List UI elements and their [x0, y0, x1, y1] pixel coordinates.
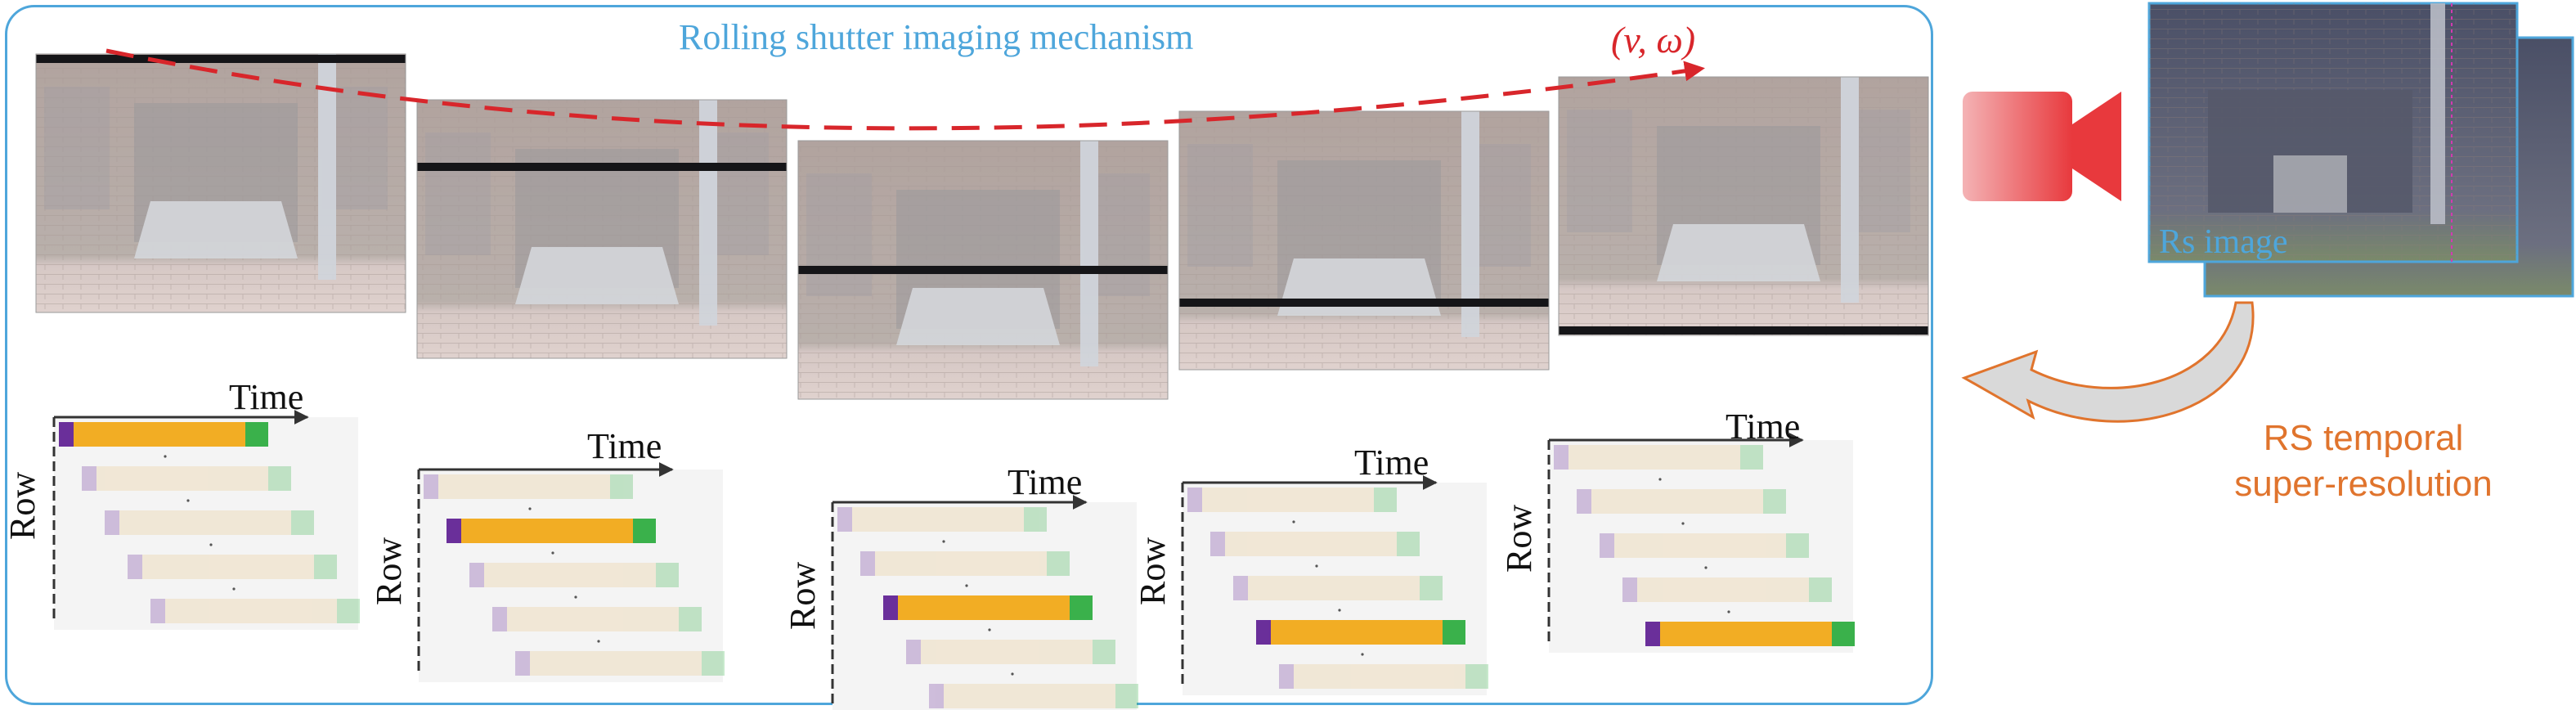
scanline-bar: [798, 266, 1168, 274]
row-bar: [469, 563, 679, 587]
row-bar: [515, 651, 725, 676]
row-bar: [105, 510, 314, 535]
super-resolution-label-line1: RS temporal: [2263, 418, 2464, 458]
row-bar: [1622, 577, 1832, 602]
rs-frame: [1558, 76, 1929, 336]
motion-label: (v, ω): [1611, 19, 1696, 61]
rs-frame: [797, 140, 1169, 400]
row-bar: [837, 507, 1047, 532]
row-bar: [1233, 576, 1443, 600]
row-label: Row: [783, 562, 823, 630]
row-bar: [929, 684, 1138, 708]
active-row-bar: [883, 595, 1093, 620]
rs-image-label: Rs image: [2159, 223, 2288, 261]
row-label: Row: [2, 472, 43, 540]
camera-icon: [1963, 92, 2121, 201]
scanline-bar: [1179, 299, 1549, 307]
rs-frames: [35, 53, 1929, 400]
row-bar: [1210, 532, 1420, 556]
super-resolution-label-line2: super-resolution: [2234, 464, 2493, 504]
row-bar: [150, 599, 360, 623]
time-label: Time: [1726, 407, 1800, 447]
scanline-bar: [1559, 326, 1928, 335]
scanline-bar: [36, 55, 406, 63]
row-label: Row: [1499, 505, 1539, 573]
row-bar: [1279, 664, 1488, 689]
rs-frame: [1178, 110, 1550, 371]
super-resolution-arrow: [1961, 301, 2255, 423]
active-row-bar: [1645, 622, 1855, 646]
row-bar: [860, 551, 1070, 576]
row-bar: [1577, 489, 1786, 514]
time-label: Time: [587, 426, 662, 466]
motion-trajectory-arrow: [105, 48, 1705, 131]
row-bar: [82, 466, 291, 491]
active-row-bar: [59, 422, 268, 447]
panel-title: Rolling shutter imaging mechanism: [679, 17, 1194, 57]
row-bar: [906, 640, 1115, 664]
rs-frame: [35, 53, 406, 313]
rs-frame: [416, 99, 788, 359]
row-bar: [1187, 488, 1397, 512]
row-label: Row: [369, 537, 409, 605]
scanline-bar: [417, 163, 787, 171]
row-bar: [1554, 445, 1763, 470]
row-bar: [128, 555, 337, 579]
time-label: Time: [1008, 462, 1082, 502]
rs-image-stack: [2147, 2, 2574, 298]
time-label: Time: [229, 377, 303, 417]
time-label: Time: [1354, 443, 1429, 483]
row-bar: [492, 607, 702, 631]
row-bar: [424, 474, 633, 499]
active-row-bar: [447, 519, 656, 543]
row-label: Row: [1133, 537, 1173, 605]
active-row-bar: [1256, 620, 1465, 645]
super-resolution-label: RS temporal super-resolution: [2175, 416, 2551, 507]
row-bar: [1600, 533, 1809, 558]
